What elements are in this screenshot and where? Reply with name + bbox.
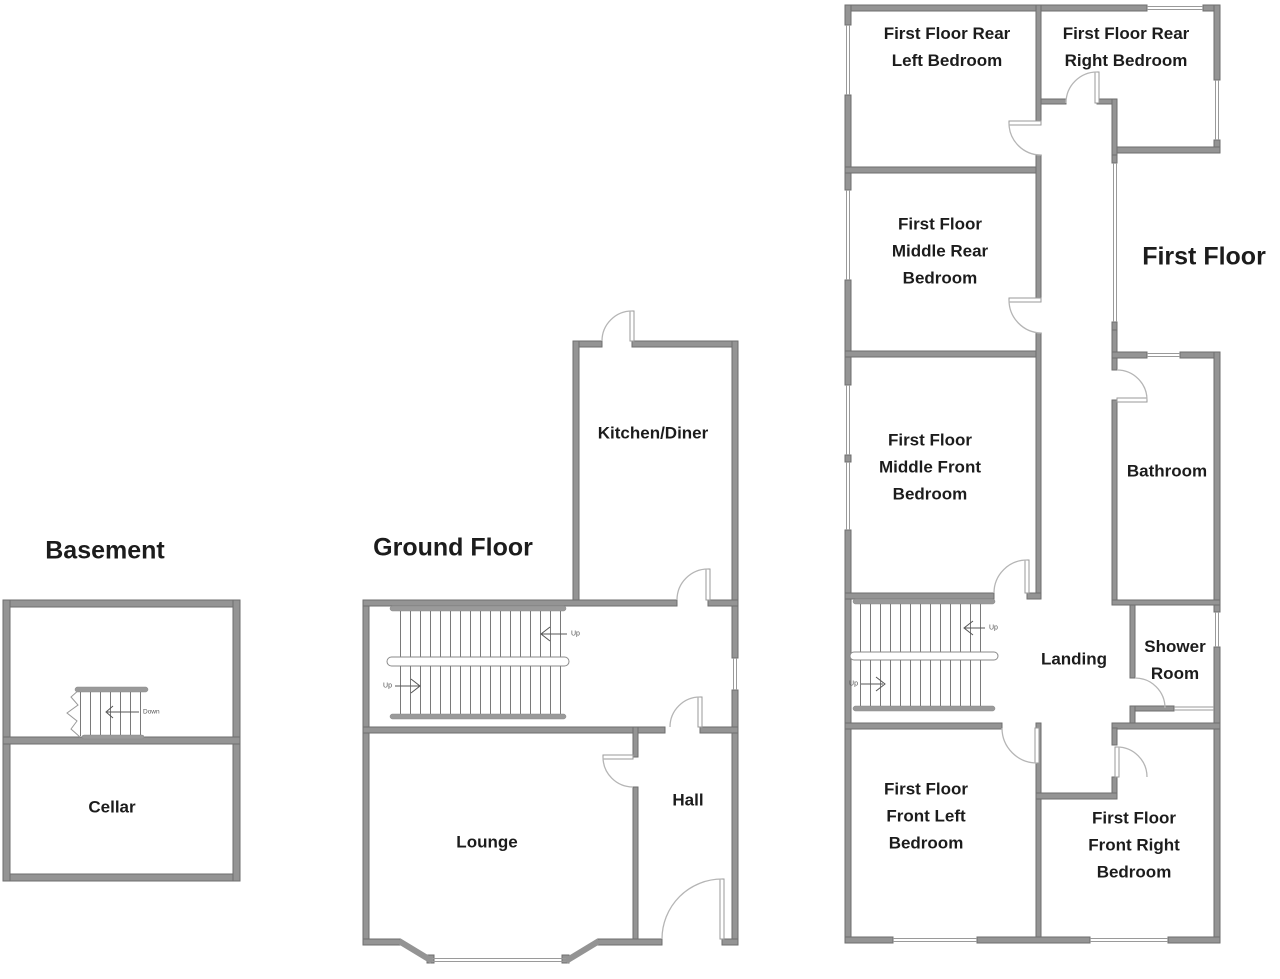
ground-stairs-lower-arrow xyxy=(395,678,421,694)
first-floor-stairs xyxy=(849,598,999,712)
ground-stairs-lower-up-label: Up xyxy=(383,682,392,690)
first-floor-door-arcs xyxy=(993,71,1166,778)
room-label-kitchen-diner: Kitchen/Diner xyxy=(597,423,709,443)
room-label-rear-right-bedroom: First Floor Rear Right Bedroom xyxy=(1062,24,1190,70)
ground-floor-walls xyxy=(362,340,739,964)
first-stairs-lower-arrow xyxy=(861,676,886,692)
room-label-middle-rear-bedroom: First Floor Middle Rear Bedroom xyxy=(891,214,989,288)
room-label-hall: Hall xyxy=(672,790,704,810)
first-stairs-lower-up-label: Up xyxy=(849,680,858,688)
ground-stairs-upper-arrow xyxy=(540,626,567,642)
first-floor-title: First Floor xyxy=(1142,242,1266,271)
first-floor-windows xyxy=(846,6,1219,942)
basement-stairs xyxy=(66,686,149,740)
room-label-front-right-bedroom: First Floor Front Right Bedroom xyxy=(1088,808,1180,882)
basement-stairs-down-arrow xyxy=(105,705,139,719)
room-label-middle-front-bedroom: First Floor Middle Front Bedroom xyxy=(879,430,981,504)
ground-floor-title: Ground Floor xyxy=(373,533,533,562)
ground-floor-stairs xyxy=(386,605,570,720)
ground-stairs-upper-up-label: Up xyxy=(571,630,580,638)
room-label-cellar: Cellar xyxy=(88,797,136,817)
basement-title: Basement xyxy=(45,536,165,565)
ground-floor-door-arcs xyxy=(601,310,723,940)
room-label-rear-left-bedroom: First Floor Rear Left Bedroom xyxy=(883,24,1011,70)
room-label-shower-room: Shower Room xyxy=(1144,637,1206,683)
room-label-bathroom: Bathroom xyxy=(1126,461,1208,481)
room-label-front-left-bedroom: First Floor Front Left Bedroom xyxy=(883,779,969,853)
first-floor-walls xyxy=(844,4,1221,944)
ground-floor-bay-window xyxy=(397,938,601,964)
basement-walls xyxy=(2,599,241,882)
first-stairs-upper-up-label: Up xyxy=(989,624,998,632)
basement-stairs-down-label: Down xyxy=(143,708,160,716)
ground-floor-windows xyxy=(733,658,737,690)
room-label-lounge: Lounge xyxy=(456,832,518,852)
first-stairs-upper-arrow xyxy=(963,620,985,636)
room-label-landing: Landing xyxy=(1040,649,1108,669)
ground-floor-door-leaves xyxy=(602,310,725,940)
